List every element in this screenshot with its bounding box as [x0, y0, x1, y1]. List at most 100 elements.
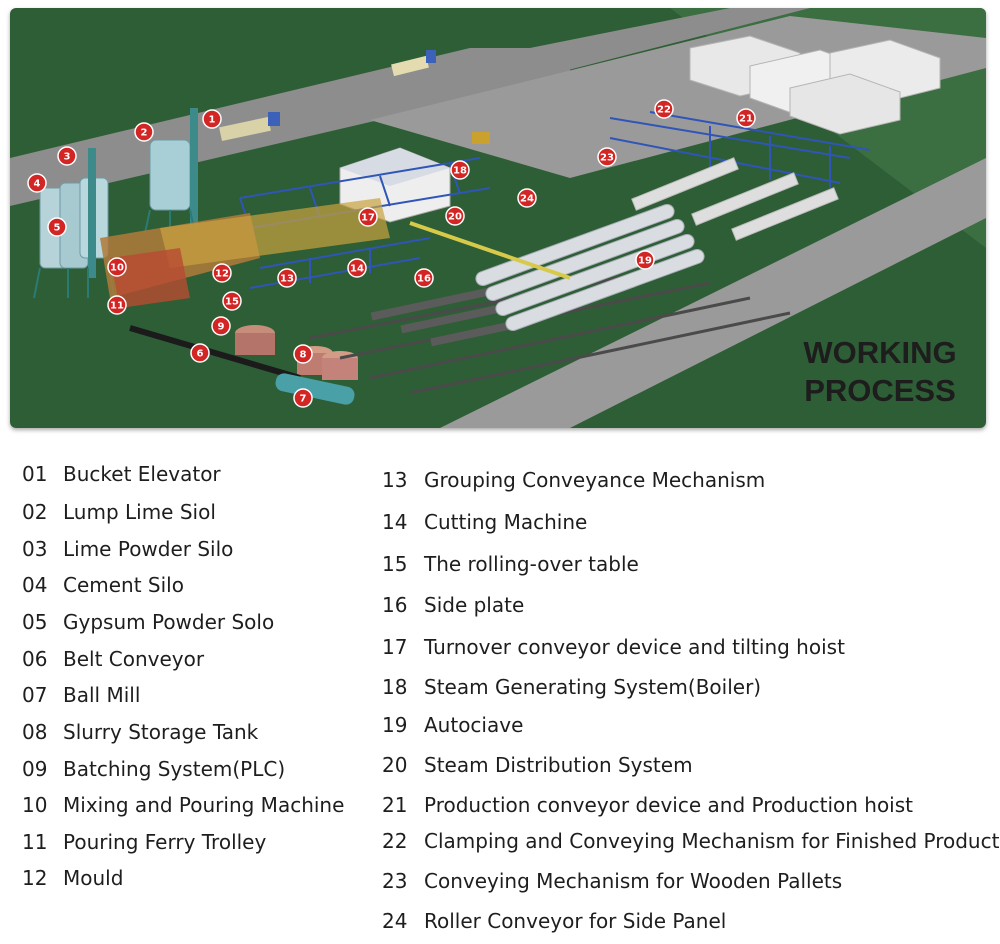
legend-item: 22 Clamping and Conveying Mechanism for F… [382, 829, 999, 853]
steam-pipes [409, 221, 571, 280]
callout-badge-number: 9 [218, 322, 225, 333]
legend-item-number: 01 [22, 462, 48, 486]
legend-item-number: 24 [382, 909, 408, 933]
callout-badge-number: 2 [141, 128, 148, 139]
legend-item-number: 21 [382, 793, 408, 817]
legend-item-label: Mould [63, 866, 124, 890]
callout-badge-number: 10 [110, 263, 124, 274]
callout-badge-10: 10 [107, 257, 127, 277]
green-cakes [370, 283, 530, 347]
callout-badge-22: 22 [654, 99, 674, 119]
callout-badge-number: 16 [417, 274, 431, 285]
callout-badge-9: 9 [211, 316, 231, 336]
legend-item-number: 23 [382, 869, 408, 893]
legend-item-label: Turnover conveyor device and tilting hoi… [424, 635, 845, 659]
callout-badge-number: 1 [209, 115, 216, 126]
callout-badge-20: 20 [445, 206, 465, 226]
callout-badge-15: 15 [222, 291, 242, 311]
legend-item-label: Pouring Ferry Trolley [63, 830, 267, 854]
legend-item-label: Lime Powder Silo [63, 537, 234, 561]
callout-badge-19: 19 [635, 250, 655, 270]
legend-item-label: The rolling-over table [424, 552, 639, 576]
legend-item-number: 11 [22, 830, 48, 854]
callout-badge-number: 20 [448, 212, 462, 223]
legend-item: 03 Lime Powder Silo [22, 537, 233, 561]
legend-item-number: 06 [22, 647, 48, 671]
legend-item-label: Clamping and Conveying Mechanism for Fin… [424, 829, 1000, 853]
callout-badge-16: 16 [414, 268, 434, 288]
legend-item-label: Production conveyor device and Productio… [424, 793, 913, 817]
legend-item-label: Slurry Storage Tank [63, 720, 259, 744]
legend-item-number: 20 [382, 753, 408, 777]
callout-badge-number: 24 [520, 194, 534, 205]
legend-item-number: 12 [22, 866, 48, 890]
legend-item-label: Conveying Mechanism for Wooden Pallets [424, 869, 843, 893]
working-process-banner: WORKING PROCESS [780, 334, 980, 410]
callout-badge-4: 4 [27, 173, 47, 193]
legend-item-label: Gypsum Powder Solo [63, 610, 275, 634]
callout-badge-17: 17 [358, 207, 378, 227]
callout-badge-5: 5 [47, 217, 67, 237]
callout-badge-number: 15 [225, 297, 239, 308]
callout-badge-24: 24 [517, 188, 537, 208]
callout-badge-number: 4 [34, 179, 41, 190]
callout-badge-number: 22 [657, 105, 671, 116]
legend-item-label: Steam Generating System(Boiler) [424, 675, 762, 699]
legend-item-number: 22 [382, 829, 408, 853]
legend-item-number: 14 [382, 510, 408, 534]
callout-badge-number: 11 [110, 301, 124, 312]
legend-item-number: 03 [22, 537, 48, 561]
silos [39, 108, 198, 278]
belt-conveyor [129, 325, 301, 381]
callout-badge-18: 18 [450, 160, 470, 180]
callout-badge-number: 5 [54, 223, 61, 234]
legend-item-label: Batching System(PLC) [63, 757, 286, 781]
legend-item-label: Side plate [424, 593, 525, 617]
callout-badge-14: 14 [347, 258, 367, 278]
banner-line-2: PROCESS [804, 373, 956, 408]
legend-item: 21 Production conveyor device and Product… [382, 793, 913, 817]
legend-item-label: Cement Silo [63, 573, 184, 597]
callout-badge-number: 12 [215, 269, 229, 280]
legend-item: 09 Batching System(PLC) [22, 757, 285, 781]
legend-item: 12 Mould [22, 866, 123, 890]
legend-item: 23 Conveying Mechanism for Wooden Pallets [382, 869, 842, 893]
legend-item: 24 Roller Conveyor for Side Panel [382, 909, 726, 933]
legend-item-label: Belt Conveyor [63, 647, 205, 671]
forklift [472, 132, 490, 144]
callout-badge-6: 6 [190, 343, 210, 363]
callout-badge-number: 13 [280, 274, 294, 285]
warehouse-buildings [689, 35, 941, 135]
callout-badge-11: 11 [107, 295, 127, 315]
legend-item-number: 09 [22, 757, 48, 781]
callout-badge-13: 13 [277, 268, 297, 288]
steel-frames [239, 111, 871, 289]
callout-badge-21: 21 [736, 108, 756, 128]
legend-item-label: Autociave [424, 713, 524, 737]
callout-badge-number: 23 [600, 153, 614, 164]
legend-item: 06 Belt Conveyor [22, 647, 204, 671]
legend-item-number: 08 [22, 720, 48, 744]
legend-item-label: Mixing and Pouring Machine [63, 793, 345, 817]
callout-badge-2: 2 [134, 122, 154, 142]
callout-badge-number: 17 [361, 213, 375, 224]
legend-item: 16 Side plate [382, 593, 524, 617]
callout-badge-number: 18 [453, 166, 467, 177]
legend-item-label: Bucket Elevator [63, 462, 221, 486]
legend-item-number: 16 [382, 593, 408, 617]
legend-item-label: Grouping Conveyance Mechanism [424, 468, 766, 492]
legend-item-label: Roller Conveyor for Side Panel [424, 909, 727, 933]
truck-1 [219, 112, 280, 142]
callout-badge-3: 3 [57, 146, 77, 166]
